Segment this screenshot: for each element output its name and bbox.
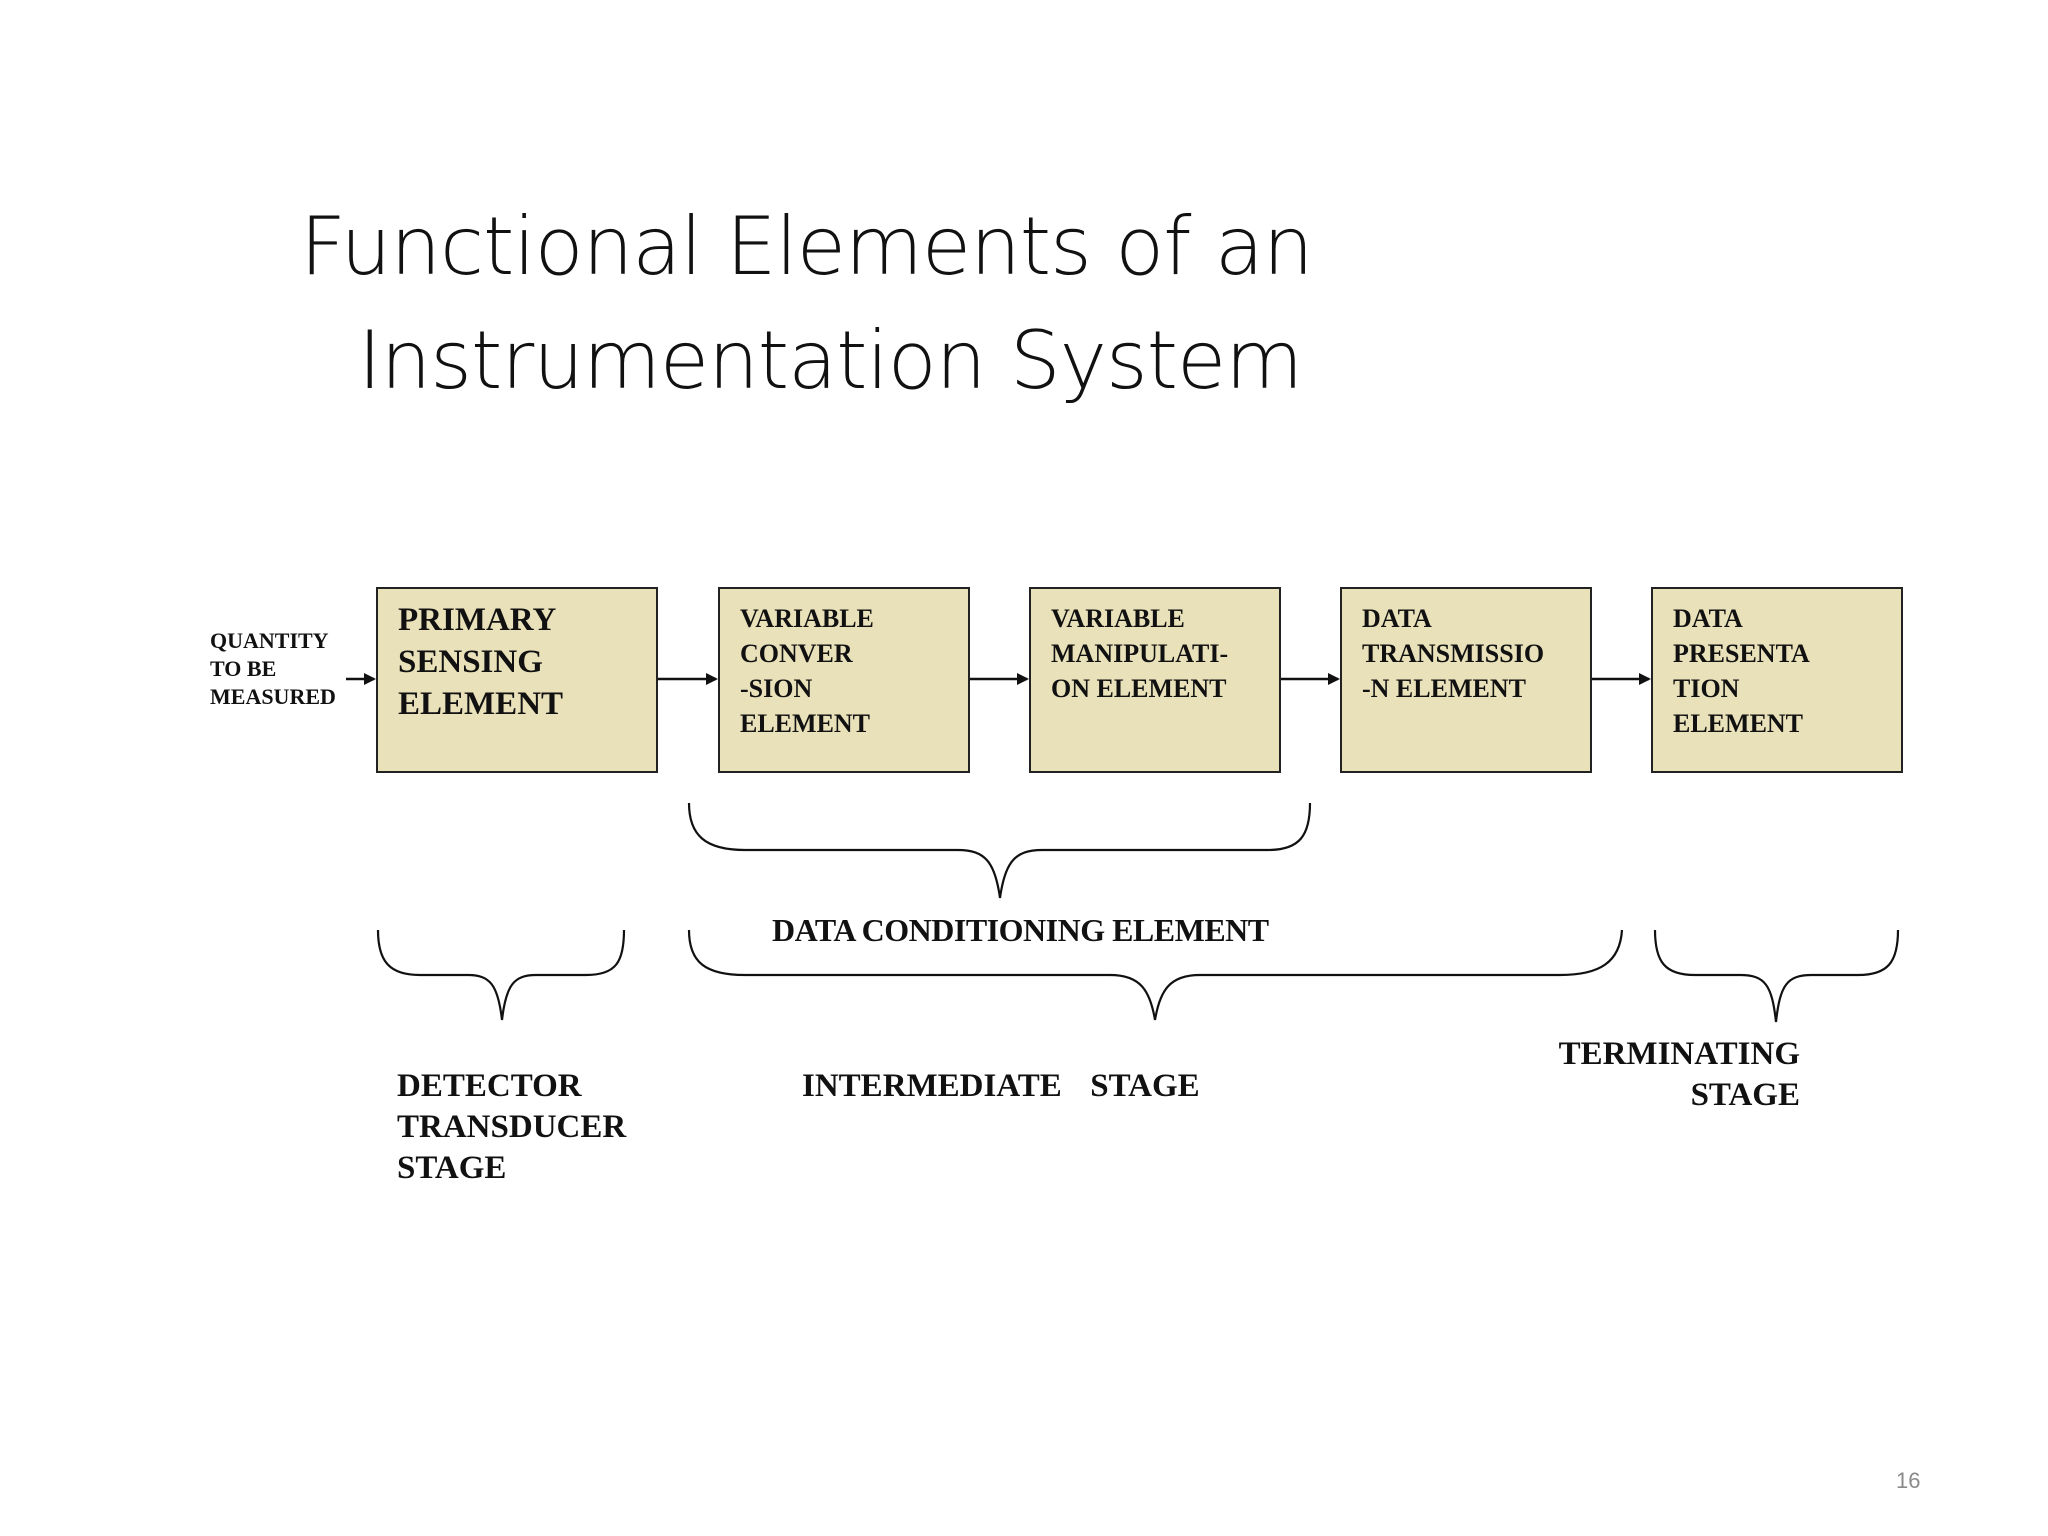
input-quantity-label: QUANTITY TO BE MEASURED [210, 628, 336, 709]
block-label: VARIABLE MANIPULATI- ON ELEMENT [1051, 604, 1229, 703]
page-number: 16 [1896, 1468, 1921, 1493]
block-label: DATA PRESENTA TION ELEMENT [1673, 604, 1810, 738]
brace-data-conditioning [687, 802, 1312, 899]
label-data-conditioning-element: DATA CONDITIONING ELEMENT [772, 912, 1269, 948]
block-label: DATA TRANSMISSIO -N ELEMENT [1362, 604, 1545, 703]
label-intermediate-stage: INTERMEDIATE STAGE [802, 1068, 1200, 1104]
block-data-transmission-element: DATA TRANSMISSIO -N ELEMENT [1340, 587, 1592, 773]
block-label: VARIABLE CONVER -SION ELEMENT [740, 604, 874, 738]
slide-title: Functional Elements of an Instrumentatio… [300, 190, 1400, 418]
title-line-2: Instrumentation System [358, 314, 1303, 407]
title-line-1: Functional Elements of an [300, 200, 1314, 293]
block-variable-conversion-element: VARIABLE CONVER -SION ELEMENT [718, 587, 970, 773]
block-data-presentation-element: DATA PRESENTA TION ELEMENT [1651, 587, 1903, 773]
block-variable-manipulation-element: VARIABLE MANIPULATI- ON ELEMENT [1029, 587, 1281, 773]
block-primary-sensing-element: PRIMARY SENSING ELEMENT [376, 587, 658, 773]
brace-detector-stage [376, 929, 626, 1021]
label-terminating-stage: TERMINATING STAGE [1558, 1036, 1800, 1113]
label-detector-transducer-stage: DETECTOR TRANSDUCER STAGE [397, 1068, 627, 1186]
block-label: PRIMARY SENSING ELEMENT [398, 602, 564, 722]
brace-terminating-stage [1653, 929, 1900, 1023]
